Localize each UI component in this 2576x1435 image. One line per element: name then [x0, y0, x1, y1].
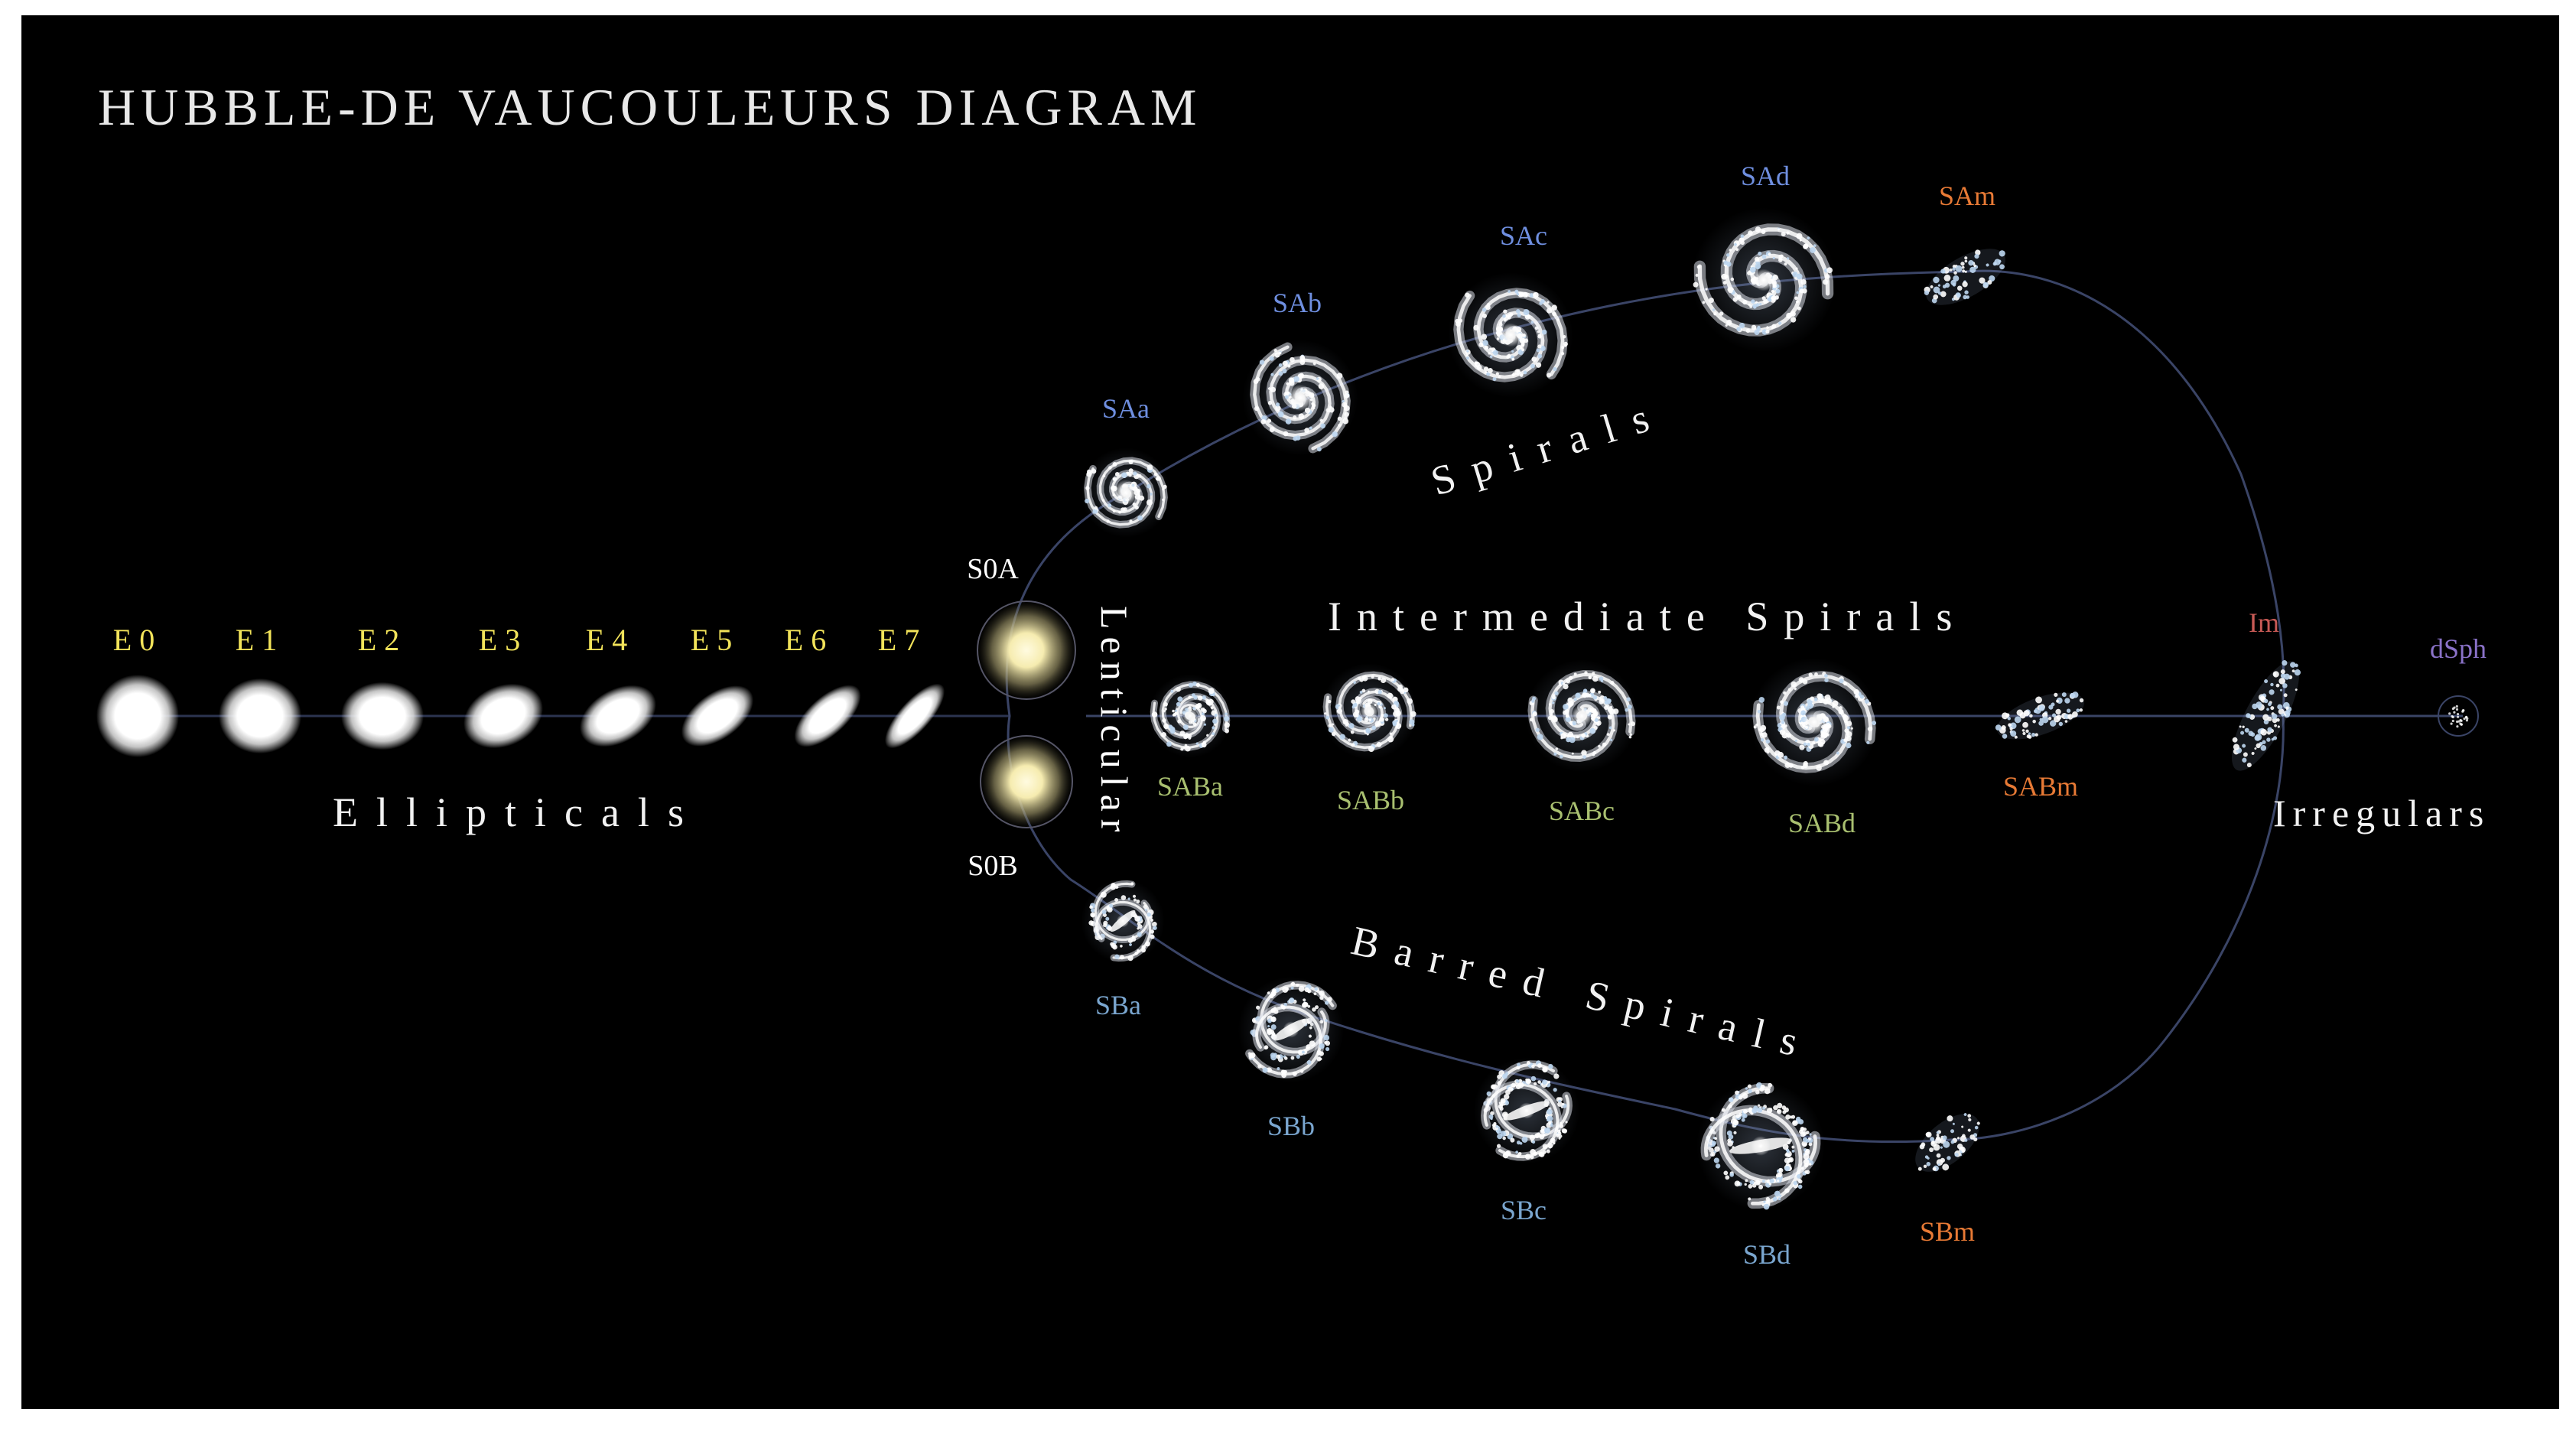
label-s0b: S0B: [968, 850, 1017, 882]
galaxy-e6: [794, 685, 861, 747]
label-e0: E0: [113, 623, 162, 657]
diagram-title: HUBBLE-DE VAUCOULEURS DIAGRAM: [98, 78, 1202, 136]
galaxy-im: [2231, 660, 2301, 771]
galaxy-sbd: [1696, 1082, 1825, 1210]
galaxy-e4: [580, 685, 656, 747]
label-sabc: SABc: [1549, 796, 1615, 826]
label-sam: SAm: [1939, 181, 1995, 211]
group-label-spirals: Spirals: [1426, 389, 1672, 504]
label-e7: E7: [878, 623, 927, 657]
label-e5: E5: [691, 623, 740, 657]
label-sabb: SABb: [1337, 785, 1404, 815]
label-e3: E3: [479, 623, 528, 657]
label-sba: SBa: [1095, 990, 1141, 1020]
galaxy-s0a: [977, 601, 1075, 699]
label-s0a: S0A: [967, 553, 1019, 585]
galaxy-saa: [1081, 447, 1171, 538]
galaxy-sabc: [1525, 659, 1638, 773]
galaxy-e0: [96, 675, 179, 757]
group-label-irregulars: Irregulars: [2273, 792, 2490, 835]
galaxy-sbb: [1238, 976, 1345, 1083]
galaxy-e3: [463, 683, 543, 749]
label-sbc: SBc: [1501, 1195, 1547, 1225]
galaxy-labels: E0 E1 E2 E3 E4 E5 E6 E7 S0A S0B SAa SAb SAc SAdSAmSAB…: [113, 161, 2487, 1270]
galaxy-sbm: [1915, 1113, 1980, 1172]
label-im: Im: [2249, 607, 2279, 638]
label-sabd: SABd: [1788, 808, 1856, 838]
group-label-ellipticals: Ellipticals: [333, 789, 702, 835]
label-saba: SABa: [1157, 771, 1223, 802]
diagram-background: [21, 15, 2559, 1409]
label-dsph: dSph: [2430, 633, 2487, 664]
group-label-lenticular: Lenticular: [1093, 606, 1136, 839]
label-sab: SAb: [1273, 288, 1322, 318]
galaxy-e2: [341, 682, 424, 750]
galaxy-sad: [1691, 207, 1836, 353]
label-sabm: SABm: [2003, 771, 2078, 802]
label-e6: E6: [785, 623, 834, 657]
galaxy-e1: [219, 678, 301, 754]
label-e4: E4: [586, 623, 635, 657]
galaxy-e5: [681, 685, 754, 747]
label-e1: E1: [236, 623, 285, 657]
label-e2: E2: [358, 623, 407, 657]
galaxy-sbc: [1473, 1057, 1580, 1164]
label-sbb: SBb: [1267, 1111, 1315, 1141]
galaxy-saba: [1148, 674, 1232, 758]
label-sbm: SBm: [1920, 1216, 1975, 1247]
galaxy-sabb: [1321, 663, 1417, 760]
group-label-intermediate-spirals: Intermediate Spirals: [1328, 594, 1967, 639]
group-label-barred-spirals: Barred Spirals: [1347, 917, 1818, 1069]
label-sad: SAd: [1741, 161, 1790, 191]
label-sbd: SBd: [1743, 1239, 1791, 1270]
galaxy-sabm: [1995, 691, 2084, 740]
galaxy-sba: [1081, 879, 1165, 963]
label-sac: SAc: [1500, 220, 1547, 251]
label-saa: SAa: [1102, 393, 1150, 424]
galaxy-dsph: [2438, 695, 2479, 737]
galaxy-sabd: [1750, 658, 1878, 786]
galaxy-s0b: [981, 736, 1072, 828]
galaxy-sac: [1448, 272, 1573, 398]
galaxy-images: [96, 207, 2479, 1210]
galaxy-e7: [884, 683, 945, 749]
galaxy-sam: [1924, 249, 2005, 305]
galaxy-sab: [1242, 340, 1358, 456]
